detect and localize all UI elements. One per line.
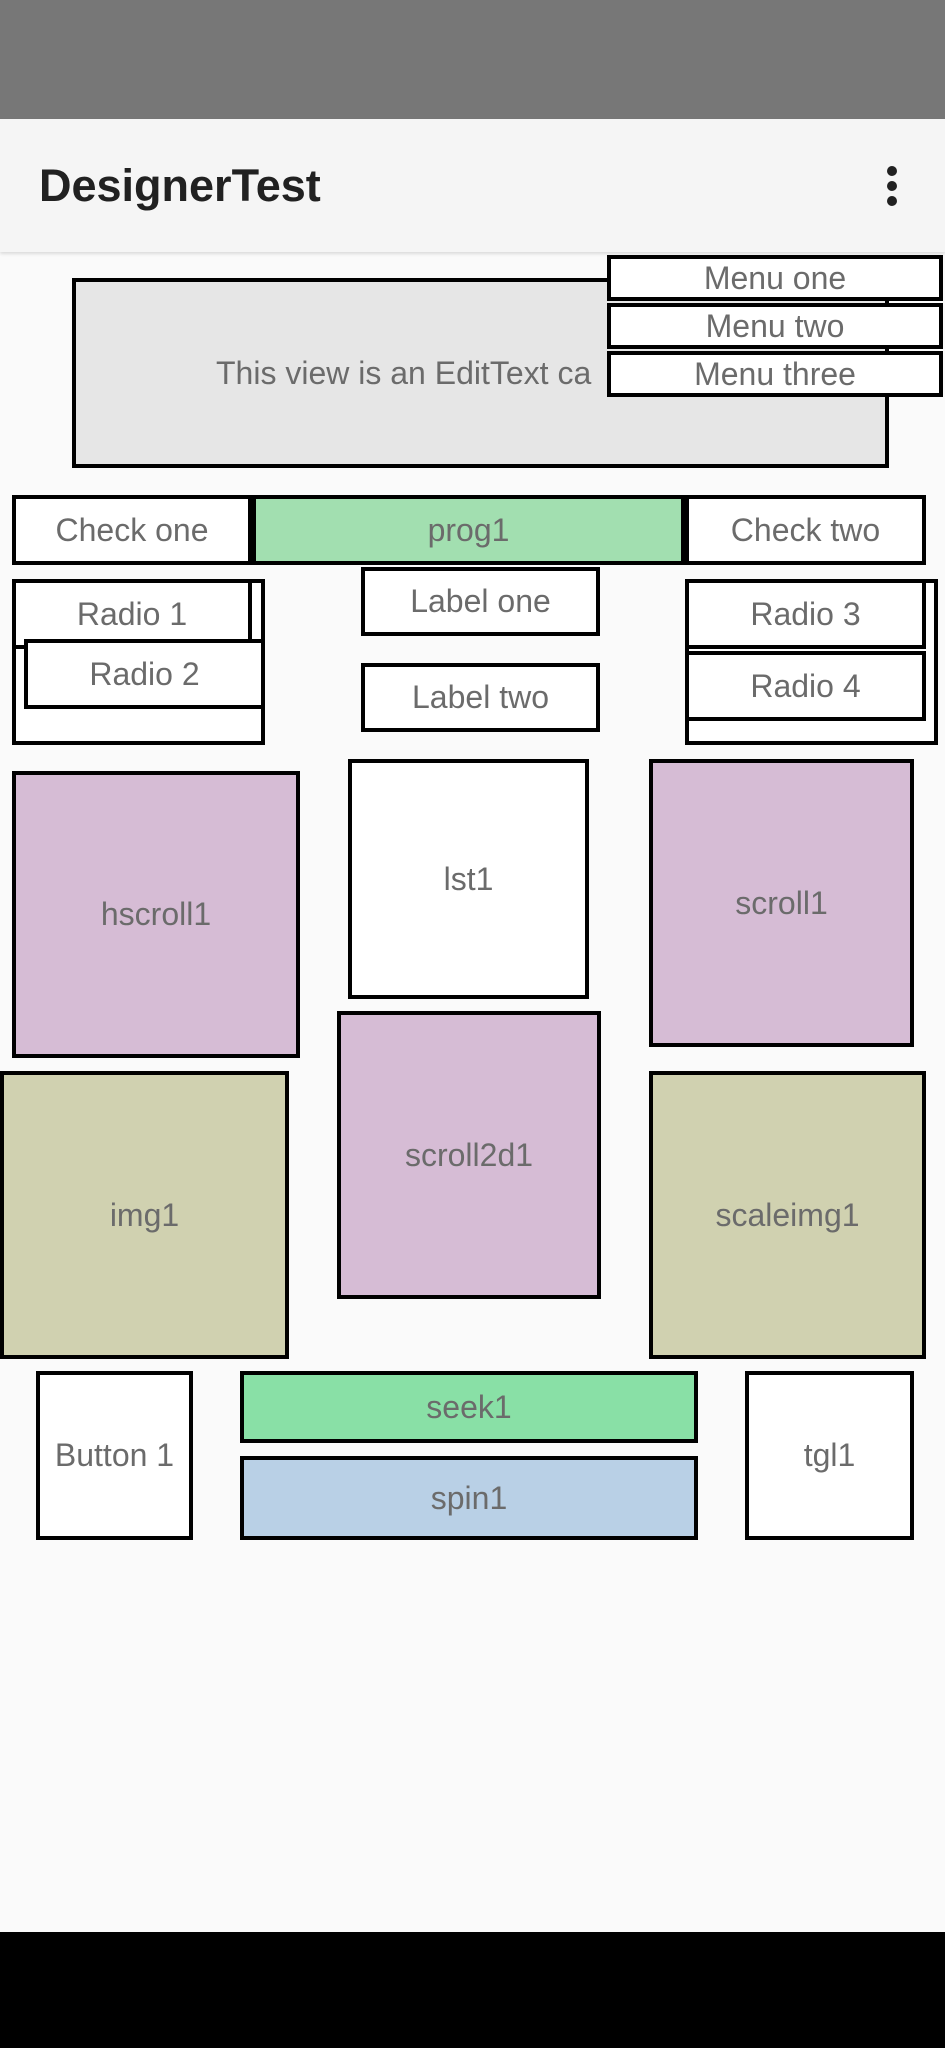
- seek1-label: seek1: [426, 1388, 512, 1425]
- check-one-checkbox[interactable]: Check one: [12, 495, 252, 565]
- radio-3[interactable]: Radio 3: [685, 579, 926, 649]
- overflow-dot: [887, 196, 897, 206]
- prog1-progress-bar: prog1: [252, 495, 685, 565]
- scaleimg1-image: scaleimg1: [649, 1071, 926, 1359]
- lst1-list[interactable]: lst1: [348, 759, 589, 999]
- spin1-spinner[interactable]: spin1: [240, 1456, 698, 1540]
- check-two-label: Check two: [730, 511, 881, 548]
- button-1[interactable]: Button 1: [36, 1371, 193, 1540]
- menu-item-label: Menu three: [694, 355, 856, 392]
- label-two: Label two: [361, 663, 600, 732]
- hscroll1-label: hscroll1: [100, 896, 212, 932]
- menu-item-two[interactable]: Menu two: [607, 303, 943, 349]
- spin1-label: spin1: [430, 1479, 508, 1516]
- scroll2d1-view[interactable]: scroll2d1: [337, 1011, 601, 1299]
- radio-2[interactable]: Radio 2: [24, 639, 265, 709]
- scroll1-view[interactable]: scroll1: [649, 759, 914, 1047]
- tgl1-toggle[interactable]: tgl1: [745, 1371, 914, 1540]
- app-title: DesignerTest: [39, 160, 321, 211]
- scaleimg1-label: scaleimg1: [715, 1196, 860, 1233]
- menu-item-three[interactable]: Menu three: [607, 351, 943, 397]
- scroll1-label: scroll1: [735, 884, 828, 921]
- more-vertical-icon[interactable]: [876, 162, 908, 210]
- check-two-checkbox[interactable]: Check two: [685, 495, 926, 565]
- menu-item-label: Menu two: [705, 307, 845, 344]
- seek1-slider[interactable]: seek1: [240, 1371, 698, 1443]
- scroll2d1-label: scroll2d1: [404, 1136, 534, 1173]
- radio-1[interactable]: Radio 1: [12, 579, 252, 649]
- radio-3-label: Radio 3: [750, 595, 861, 632]
- tgl1-label: tgl1: [803, 1437, 856, 1473]
- overflow-dot: [887, 166, 897, 176]
- menu-item-one[interactable]: Menu one: [607, 255, 943, 301]
- overflow-dot: [887, 181, 897, 191]
- radio-2-label: Radio 2: [89, 655, 200, 692]
- img1-label: img1: [109, 1196, 180, 1233]
- menu-item-label: Menu one: [703, 259, 847, 296]
- radio-4-label: Radio 4: [750, 667, 861, 704]
- hscroll1-view[interactable]: hscroll1: [12, 771, 300, 1058]
- prog1-label: prog1: [427, 511, 510, 548]
- img1-image: img1: [0, 1071, 289, 1359]
- edit-text-value: This view is an EditText ca: [216, 354, 592, 391]
- status-bar: [0, 0, 945, 119]
- check-one-label: Check one: [55, 511, 209, 548]
- radio-1-label: Radio 1: [76, 595, 188, 632]
- button-1-label: Button 1: [54, 1437, 175, 1473]
- label-one-text: Label one: [410, 583, 551, 619]
- lst1-label: lst1: [443, 860, 494, 897]
- navigation-bar: [0, 1932, 945, 2048]
- label-two-text: Label two: [412, 679, 549, 715]
- radio-4[interactable]: Radio 4: [685, 651, 926, 721]
- label-one: Label one: [361, 567, 600, 636]
- app-bar: DesignerTest: [0, 119, 945, 252]
